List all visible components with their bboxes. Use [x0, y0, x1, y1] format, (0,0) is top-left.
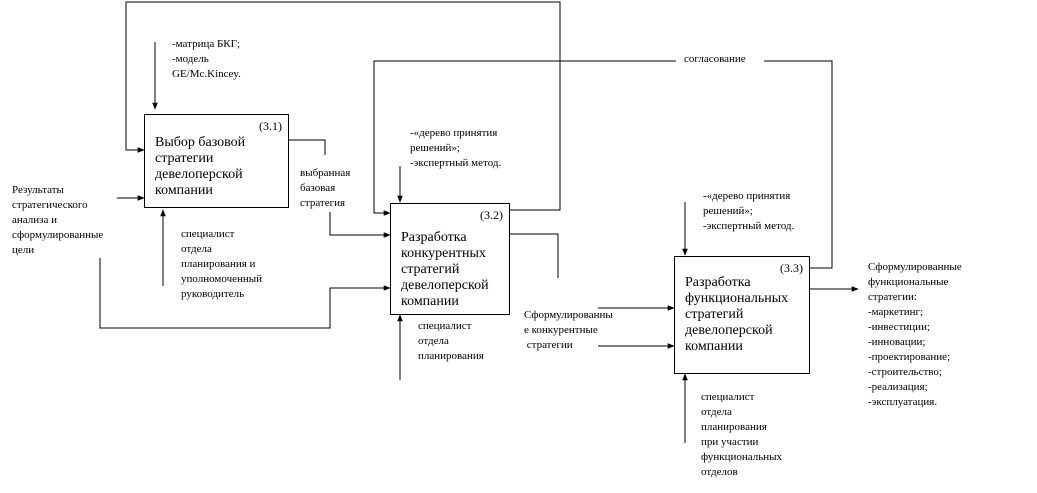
input-arrow-32	[99, 258, 391, 329]
mechanism-label-3-1: специалист отдела планирования и уполном…	[181, 228, 263, 300]
output-label-3-1: выбранная базовая стратегия	[300, 167, 351, 209]
box-3-3-number: (3.3)	[780, 261, 803, 275]
box-3-3: (3.3) Разработка функциональных стратеги…	[674, 256, 810, 374]
control-label-3-2: -«дерево принятия решений»; -экспертный …	[410, 127, 502, 169]
output-arrow-31-b	[329, 212, 391, 238]
mechanism-label-3-3: специалист отдела планирования при участ…	[701, 391, 783, 478]
input-label-3-1: Результаты стратегического анализа и сфо…	[12, 184, 104, 256]
box-3-2: (3.2) Разработка конкурентных стратегий …	[390, 203, 510, 315]
box-3-2-title: Разработка конкурентных стратегий девело…	[401, 230, 489, 309]
box-3-3-title: Разработка функциональных стратегий деве…	[685, 275, 789, 354]
control-label-3-1: -матрица БКГ; -модель GE/Mc.Kincey.	[172, 38, 241, 80]
mechanism-label-3-2: специалист отдела планирования	[418, 320, 484, 362]
control-label-3-3: -«дерево принятия решений»; -экспертный …	[703, 190, 795, 232]
box-3-1-number: (3.1)	[259, 119, 282, 133]
output-arrow-32	[510, 233, 559, 278]
feedback-loop-32-b	[373, 60, 676, 216]
box-3-1: (3.1) Выбор базовой стратегии девелоперс…	[144, 114, 289, 208]
feedback-loop-32	[764, 60, 833, 269]
feedback-loop-31	[125, 1, 561, 211]
output-arrow-31	[288, 139, 326, 155]
box-3-2-number: (3.2)	[480, 208, 503, 222]
output-label-3-3: Сформулированные функциональные стратеги…	[868, 261, 962, 408]
input-label-3-3: Сформулированны е конкурентные стратегии	[524, 309, 613, 351]
box-3-1-title: Выбор базовой стратегии девелоперской ко…	[155, 135, 246, 198]
feedback-label: согласование	[684, 53, 746, 65]
